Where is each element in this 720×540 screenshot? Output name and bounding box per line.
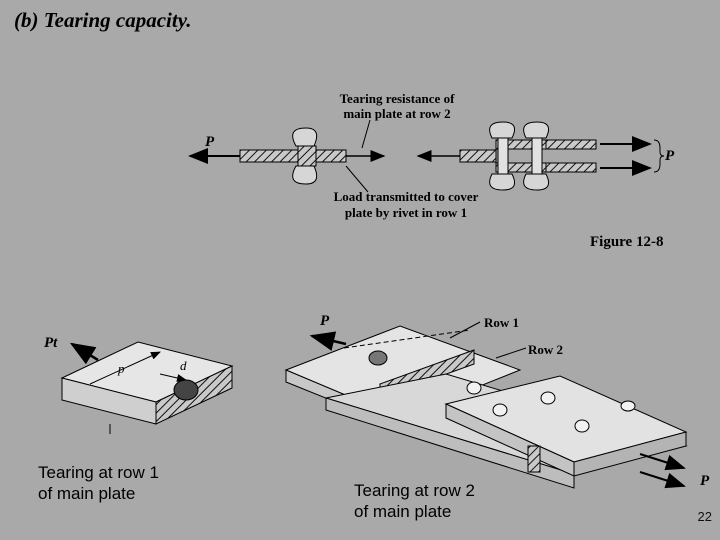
cover-plate-left-section — [315, 149, 347, 163]
label-force-pt: Pt — [44, 335, 58, 351]
main-plate-left-section — [239, 149, 299, 163]
rivet-head-1 — [466, 381, 482, 395]
rivet-head-4 — [574, 419, 590, 433]
caption-row1-tearing: Tearing at row 1 of main plate — [38, 462, 159, 504]
load-arrow-bottom-2 — [639, 471, 686, 489]
rivet-head-row1-bottom — [489, 173, 515, 191]
figure-number: Figure 12-8 — [590, 234, 663, 250]
rivet-hole-row2-a — [368, 350, 388, 366]
label-row2: Row 2 — [528, 342, 563, 357]
label-diameter: d — [180, 358, 187, 373]
rivet-section-left — [297, 145, 317, 167]
rivet-head-2 — [492, 403, 508, 417]
caption-row2-line2: of main plate — [354, 502, 452, 521]
pitch-dimension — [89, 351, 161, 385]
left-tearing-figure: Pt p d — [44, 335, 234, 434]
rivet-shank-section — [527, 445, 541, 473]
caption-row2-line1: Tearing at row 2 — [354, 481, 475, 500]
label-load-bottom: P — [700, 473, 710, 489]
rivet-head-5 — [620, 400, 636, 412]
cover-plate-top-right-section — [545, 139, 597, 150]
top-section-figure: Tearing resistance of main plate at row … — [188, 91, 675, 250]
load-arrow-top — [309, 331, 347, 351]
label-row1: Row 1 — [484, 315, 519, 330]
label-tearing-resistance-1: Tearing resistance of — [340, 91, 455, 106]
rivet-row2-section — [531, 137, 543, 175]
label-load-transmitted-1: Load transmitted to cover — [334, 189, 479, 204]
rivet-row1-section — [497, 137, 509, 175]
caption-row1-line2: of main plate — [38, 484, 136, 503]
cover-plate-side-face — [573, 431, 687, 477]
caption-row1-line1: Tearing at row 1 — [38, 463, 159, 482]
label-load-transmitted-2: plate by rivet in row 1 — [345, 205, 467, 220]
main-plate-right-section — [459, 149, 497, 163]
label-pitch: p — [117, 361, 125, 376]
label-tearing-resistance-2: main plate at row 2 — [343, 106, 450, 121]
leader-load — [345, 165, 369, 193]
slide-title: (b) Tearing capacity. — [14, 8, 192, 32]
rivet-head-left-bottom — [292, 165, 318, 185]
label-load-right: P — [665, 148, 675, 164]
leader-row2 — [495, 347, 527, 359]
load-brace — [653, 139, 665, 173]
rivet-head-row2-bottom — [523, 173, 549, 191]
caption-row2-tearing: Tearing at row 2 of main plate — [354, 480, 475, 522]
label-load-top: P — [320, 313, 330, 329]
leader-row1 — [449, 321, 481, 339]
right-tearing-figure: P P Row 1 Row 2 — [284, 313, 710, 489]
lower-plate-front-face — [325, 397, 575, 489]
page-number: 22 — [697, 509, 712, 524]
rivet-head-3 — [540, 391, 556, 405]
leader-tearing — [361, 119, 371, 149]
diameter-dimension — [159, 373, 187, 382]
rivet-head-left-top — [292, 127, 318, 147]
rivet-hole-row1 — [173, 379, 199, 401]
row1-dashed-line — [343, 329, 471, 349]
label-load-left: P — [205, 134, 215, 150]
rivet-head-row2-top — [523, 121, 549, 139]
rivet-head-row1-top — [489, 121, 515, 139]
tearing-force-arrow — [69, 342, 99, 365]
cover-plate-bottom-right-section — [545, 162, 597, 173]
load-arrow-bottom-1 — [639, 453, 686, 471]
